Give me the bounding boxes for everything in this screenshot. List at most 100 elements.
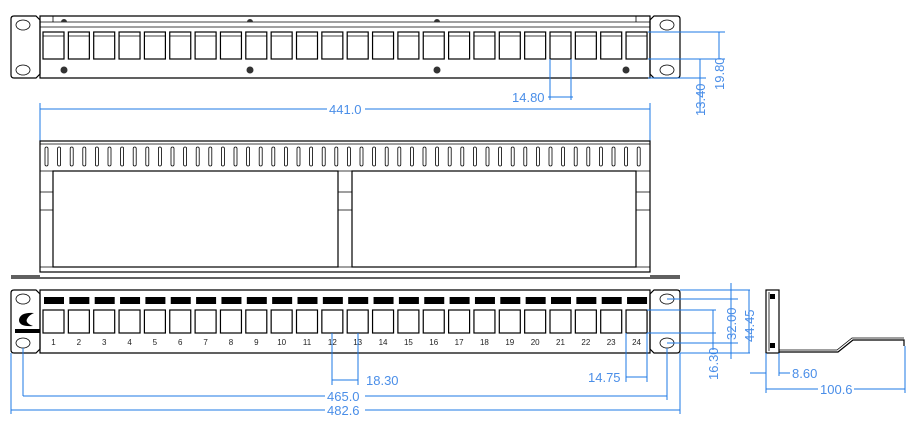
- mount-hole: [659, 64, 675, 76]
- top-port: [397, 31, 420, 60]
- port-label-strip: [576, 297, 597, 304]
- top-port: [422, 31, 445, 60]
- port-label-strip: [348, 297, 369, 304]
- vent-slot: [372, 146, 377, 167]
- top-port: [346, 31, 369, 60]
- port-number: 1: [51, 338, 56, 347]
- front-port: [524, 309, 547, 334]
- port-label-strip: [246, 297, 267, 304]
- front-port: [270, 309, 293, 334]
- port-label-strip: [627, 297, 648, 304]
- top-port: [194, 31, 217, 60]
- port-number: 7: [203, 338, 208, 347]
- vent-slot: [397, 146, 402, 167]
- top-port: [245, 31, 268, 60]
- vent-slot: [523, 146, 528, 167]
- top-port: [371, 31, 395, 60]
- screw-icon: [434, 19, 440, 22]
- port-number: 15: [404, 338, 413, 347]
- screw-icon: [61, 19, 67, 22]
- port-label-strip: [145, 297, 166, 304]
- vent-slot: [107, 146, 112, 167]
- screw-icon: [247, 19, 253, 22]
- port-number: 21: [556, 338, 565, 347]
- side-dimensions: 8.60 100.6: [750, 346, 906, 397]
- front-port: [245, 309, 268, 334]
- port-number: 16: [429, 338, 438, 347]
- dim-hole-spacing: 32.00: [724, 307, 739, 340]
- vent-slot: [208, 146, 213, 167]
- vent-slot: [258, 146, 263, 167]
- vent-slot: [384, 146, 389, 167]
- vent-slot: [586, 146, 591, 167]
- top-port: [549, 31, 572, 60]
- vent-slot: [636, 146, 641, 167]
- vent-slot: [611, 146, 616, 167]
- port-number: 9: [254, 338, 259, 347]
- port-label-strip: [272, 297, 293, 304]
- vent-slot: [599, 146, 603, 167]
- front-port: [42, 309, 65, 334]
- port-label-strip: [69, 297, 90, 304]
- top-port: [574, 31, 597, 60]
- port-label-strip: [170, 297, 191, 304]
- side-view-bracket: [765, 289, 905, 354]
- mount-hole: [15, 19, 31, 31]
- port-label-strip: [297, 297, 318, 304]
- vent-slot: [548, 146, 553, 167]
- vent-slot: [472, 146, 477, 167]
- front-port: [194, 309, 217, 334]
- top-dimensions: 19.80 13.40 14.80 441.0: [39, 31, 727, 141]
- top-port: [118, 31, 141, 60]
- dim-port-width-top: 14.80: [512, 90, 545, 105]
- dim-bracket-depth: 8.60: [792, 366, 817, 381]
- vent-slot: [283, 146, 288, 167]
- port-number: 17: [455, 338, 464, 347]
- port-number: 8: [229, 338, 234, 347]
- vent-slot: [233, 146, 238, 167]
- vent-slot: [409, 146, 414, 167]
- front-port: [295, 309, 319, 334]
- port-label-strip: [474, 297, 495, 304]
- front-port: [448, 309, 471, 334]
- front-port: [346, 309, 369, 334]
- port-label-strip: [373, 297, 394, 304]
- front-dimensions: 18.30 14.75 16.30 32.00 44.45 465.0 482.…: [10, 283, 757, 418]
- vent-slot: [536, 146, 540, 167]
- port-number: 11: [303, 338, 312, 347]
- port-number: 6: [178, 338, 183, 347]
- port-number: 3: [102, 338, 107, 347]
- port-number: 18: [480, 338, 489, 347]
- dim-bottom-to-port: 13.40: [693, 83, 708, 116]
- mount-hole: [15, 337, 31, 349]
- vent-slot: [510, 146, 515, 167]
- top-view-panel: [10, 15, 681, 79]
- vent-slot: [624, 146, 628, 167]
- dim-port-pitch: 18.30: [366, 373, 399, 388]
- front-port: [118, 309, 141, 334]
- port-label-strip: [551, 297, 571, 304]
- dim-port-width-front: 14.75: [588, 370, 621, 385]
- top-port: [600, 31, 623, 60]
- port-label-strip: [44, 297, 64, 304]
- port-number: 23: [607, 338, 616, 347]
- top-port: [219, 31, 243, 60]
- port-number: 5: [153, 338, 158, 347]
- front-port: [143, 309, 166, 334]
- port-number: 14: [379, 338, 388, 347]
- port-number: 20: [531, 338, 540, 347]
- vent-slot: [321, 146, 326, 167]
- brand-logo: [15, 312, 40, 333]
- port-number: 2: [77, 338, 82, 347]
- cable-window: [52, 170, 339, 268]
- cable-window: [351, 170, 637, 268]
- top-port: [93, 31, 116, 60]
- port-label-strip: [94, 297, 115, 304]
- port-label-strip: [500, 297, 521, 304]
- vent-slot: [246, 146, 251, 167]
- front-port: [549, 309, 572, 334]
- port-number: 10: [277, 338, 286, 347]
- port-number: 19: [505, 338, 514, 347]
- vent-slot: [195, 146, 200, 167]
